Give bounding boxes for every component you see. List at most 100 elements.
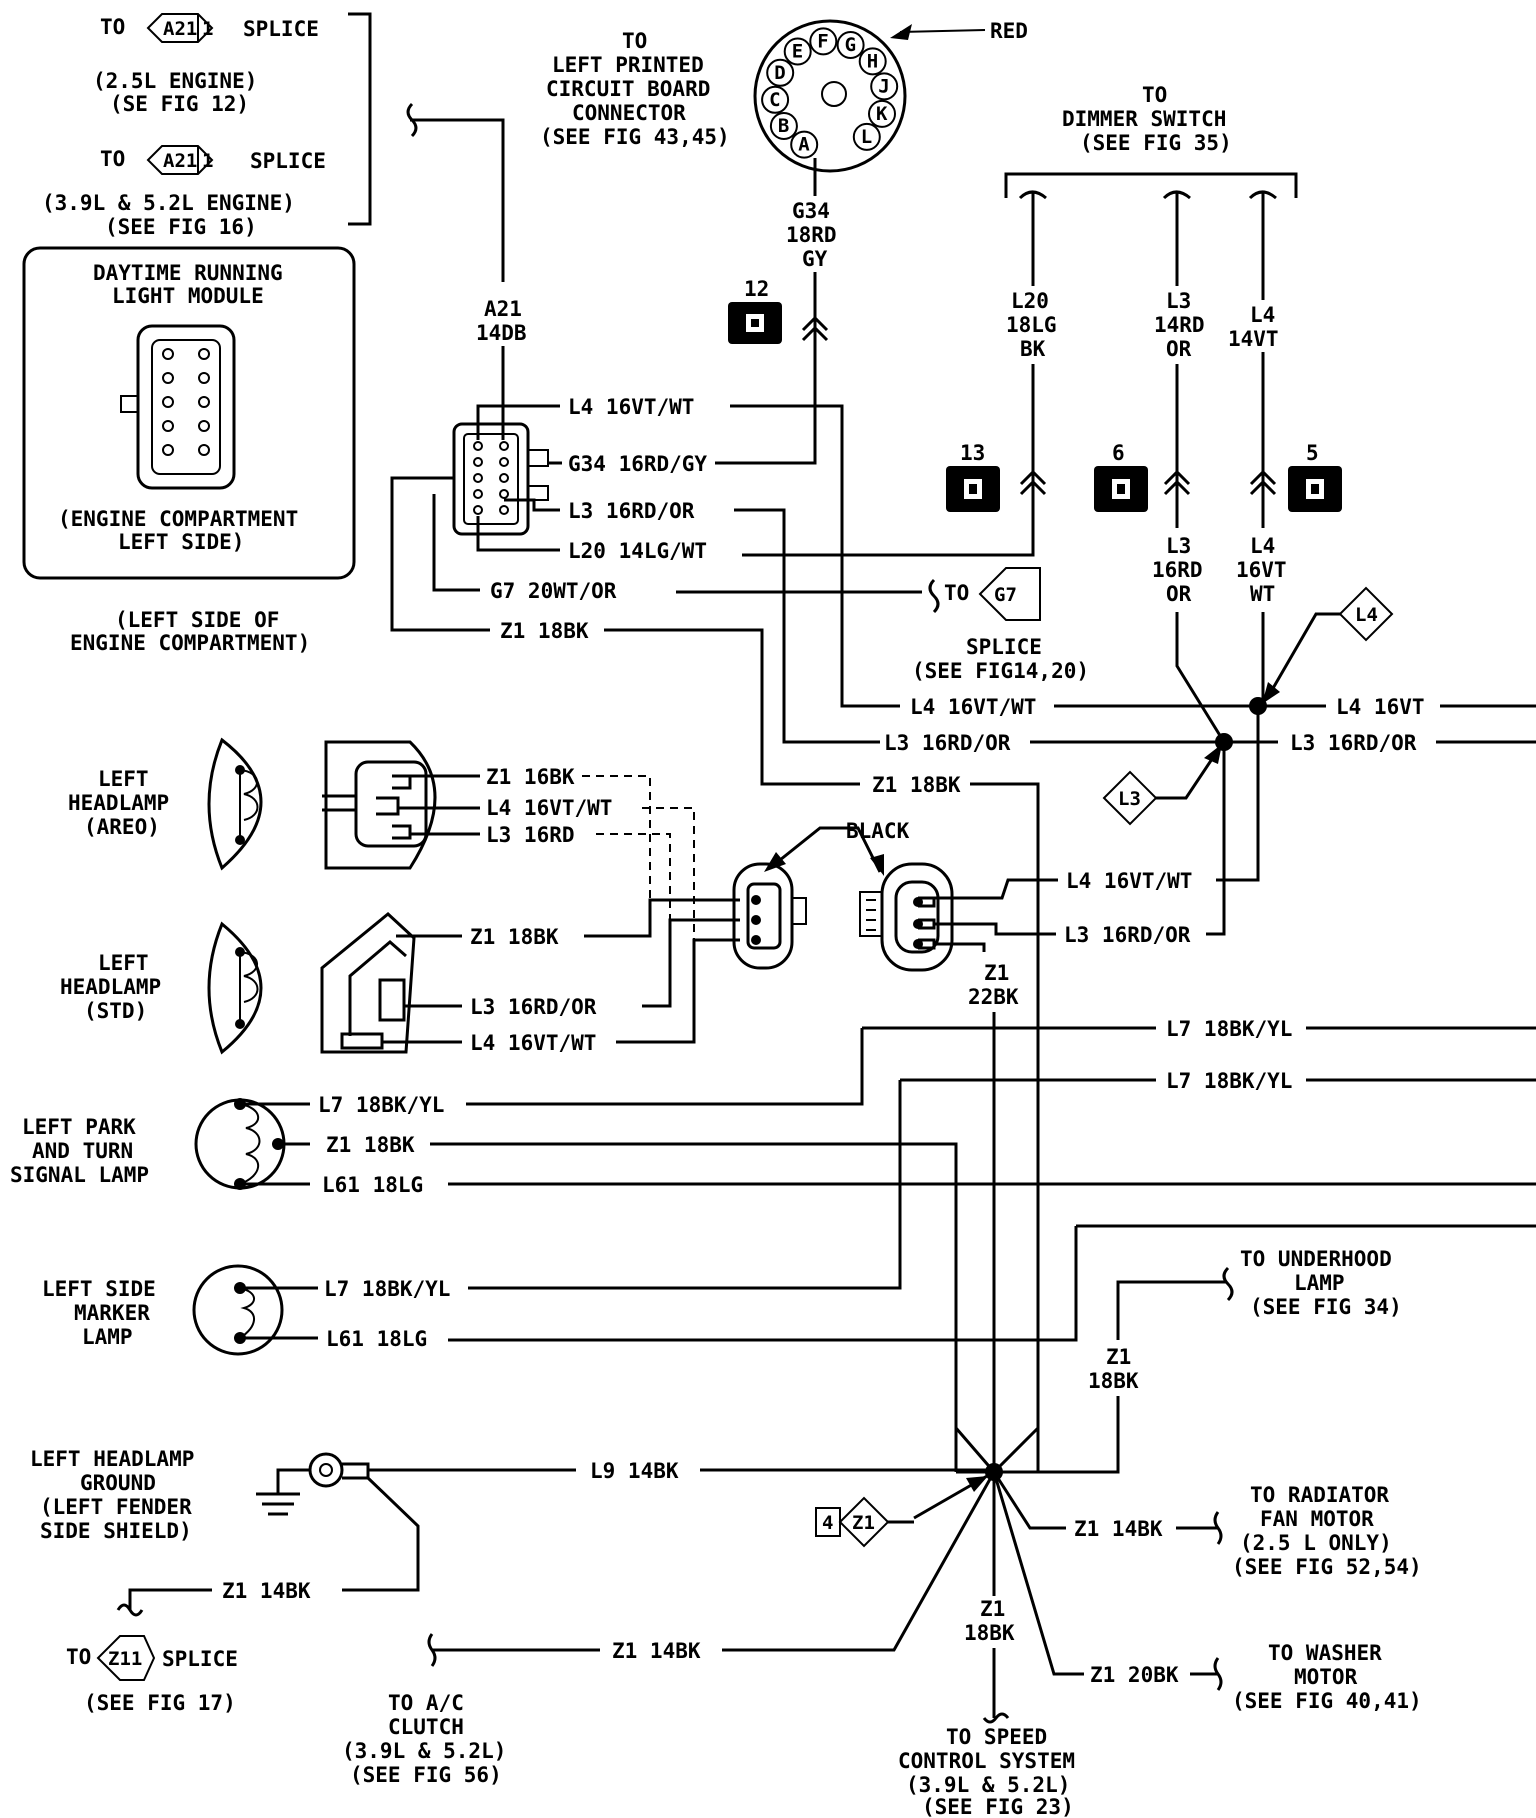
dimmer-l3-1: L3 [1166, 289, 1191, 313]
splice-bracket [348, 12, 372, 226]
areo-connector-body [324, 740, 437, 870]
pcb-pin-label: K [876, 103, 888, 125]
z1-wire [604, 628, 860, 786]
drl-title-2: LIGHT MODULE [112, 284, 264, 308]
black-connector-2 [880, 862, 954, 972]
underhood-wire-down [994, 1396, 1120, 1474]
l4-tag-shape [1338, 586, 1394, 642]
wire-l3-right: L3 16RD/OR [884, 731, 1011, 755]
marker-filament-icon [239, 1287, 255, 1339]
connector-13-label: 13 [960, 441, 985, 465]
dimmer-l20-1: L20 [1011, 289, 1049, 313]
park-wire-3: L61 18LG [322, 1173, 423, 1197]
wash-2: MOTOR [1294, 1665, 1358, 1689]
ground-to: TO [66, 1645, 91, 1669]
l20-wire [742, 364, 1035, 557]
connector-12-label: 12 [744, 277, 769, 301]
dimmer-label-3: (SEE FIG 35) [1080, 131, 1232, 155]
splice-pin-2: 1 [202, 150, 213, 172]
ground-name-4: SIDE SHIELD) [40, 1519, 192, 1543]
wire-l20: L20 14LG/WT [568, 539, 707, 563]
conn-right-wire-2: L3 16RD/OR [1064, 923, 1191, 947]
g7-stub [432, 494, 480, 592]
std-name-1: LEFT [98, 951, 149, 975]
dimmer-l4b-3: WT [1250, 582, 1275, 606]
pcb-connector: TO LEFT PRINTED CIRCUIT BOARD CONNECTOR … [540, 19, 1028, 465]
ac-1: TO A/C [388, 1691, 464, 1715]
spd-4: (SEE FIG 23) [922, 1795, 1074, 1818]
pcb-pin-label: B [778, 115, 789, 137]
z11-tag-shape [96, 1635, 156, 1681]
pcb-pin-label: H [867, 50, 878, 72]
marker-leads [240, 1286, 318, 1340]
g7-tag-shape [978, 567, 1041, 621]
drl-title-1: DAYTIME RUNNING [93, 261, 283, 285]
a21-label-1: A21 [484, 297, 522, 321]
g34-label-2: 18RD [786, 223, 837, 247]
dimmer-l3-3: OR [1166, 337, 1192, 361]
dimmer-l4-1: L4 [1250, 303, 1275, 327]
ground-name-2: GROUND [80, 1471, 156, 1495]
pcb-pin [870, 72, 899, 101]
pcb-label-1: TO [622, 29, 647, 53]
dimmer-l20-3: BK [1020, 337, 1046, 361]
underhood-lamp: TO UNDERHOOD LAMP (SEE FIG 34) Z1 18BK [994, 1247, 1402, 1474]
dimmer-l3b-1: L3 [1166, 534, 1191, 558]
black-connector-1 [732, 862, 794, 970]
std-name-2: HEADLAMP [60, 975, 161, 999]
note-splice-2: SPLICE [250, 149, 326, 173]
dimmer-l3b-2: 16RD [1152, 558, 1203, 582]
park-l7-wire [466, 1028, 864, 1106]
l61-loop-wire [448, 1224, 1536, 1342]
l20-stub [476, 516, 560, 552]
park-lamp: LEFT PARK AND TURN SIGNAL LAMP L7 18BK/Y… [10, 1028, 958, 1472]
marker-lamp: LEFT SIDE MARKER LAMP L7 18BK/YL L61 18L… [42, 1080, 902, 1356]
pcb-label-4: CONNECTOR [572, 101, 686, 125]
wire-z1-18bk: Z1 18BK [500, 619, 589, 643]
underhood-break-icon [1222, 1266, 1234, 1302]
wash-wire-stub [992, 1471, 1084, 1676]
c5-connector-icon [1249, 469, 1277, 496]
pcb-pin [868, 99, 896, 128]
std-wire-3: L4 16VT/WT [470, 1031, 596, 1055]
z11-wire [128, 1588, 212, 1610]
marker-lamp-icon [192, 1264, 284, 1356]
marker-l7-wire [468, 1080, 902, 1290]
note-engine-1: (2.5L ENGINE) [93, 69, 257, 93]
pcb-pin-label: G [845, 34, 856, 56]
conn-l4-wire [934, 878, 1058, 900]
marker-name-3: LAMP [82, 1325, 133, 1349]
connector-13: 13 [946, 441, 1000, 512]
tag-z1: Z1 [852, 1512, 875, 1534]
connector-6-label: 6 [1112, 441, 1125, 465]
ground-eyelet-icon [308, 1452, 344, 1488]
ac-break-icon [427, 1633, 437, 1667]
drl-location-1: (ENGINE COMPARTMENT [58, 507, 298, 531]
rad-3: (2.5 L ONLY) [1240, 1531, 1392, 1555]
l3-tag-leader [1156, 755, 1216, 800]
ac-wire: Z1 14BK [612, 1639, 701, 1663]
l3-l4-wires-mid [1175, 352, 1265, 528]
drl-side-1: (LEFT SIDE OF [115, 608, 279, 632]
areo-name-3: (AREO) [84, 815, 160, 839]
right-splices: L4 16VT/WT L4 16VT L3 16RD/OR L3 16RD/OR… [884, 586, 1536, 936]
connector-12: 12 [728, 277, 782, 344]
areo-lamp-icon [207, 737, 263, 871]
l3-tag: L3 [1118, 788, 1141, 810]
l3-16rd-or-wire [734, 508, 880, 744]
rad-wire: Z1 14BK [1074, 1517, 1163, 1541]
wire-l4-16vt: L4 16VT [1336, 695, 1425, 719]
tag-4: 4 [822, 1512, 833, 1534]
std-wires [584, 898, 740, 1044]
park-name-2: AND TURN [32, 1139, 133, 1163]
conn-z1-stub [934, 942, 986, 952]
std-wire-2: L3 16RD/OR [470, 995, 597, 1019]
connector-6: 6 [1094, 441, 1148, 512]
dimmer-l4b-2: 16VT [1236, 558, 1287, 582]
note-to-2: TO [100, 147, 125, 171]
ac-2: CLUTCH [388, 1715, 464, 1739]
areo-filament-icon [239, 769, 259, 840]
black-label: BLACK [846, 819, 910, 843]
g34-label-3: GY [802, 247, 828, 271]
